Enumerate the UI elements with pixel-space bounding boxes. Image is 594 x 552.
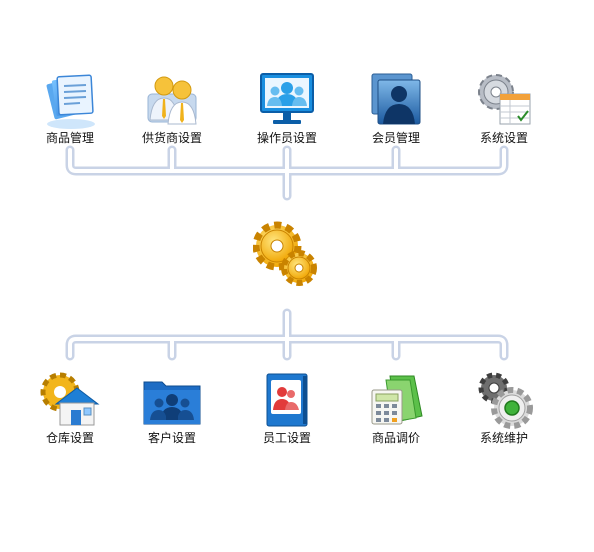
staff-book-icon	[257, 372, 317, 430]
maintenance-gears-icon	[474, 372, 534, 430]
warehouse-house-icon	[40, 372, 100, 430]
supplier-people-icon	[142, 72, 202, 130]
price-calculator-icon	[366, 372, 426, 430]
customer-folder-icon	[142, 372, 202, 430]
menu-item-label: 操作员设置	[256, 131, 317, 145]
menu-item-system-maintenance[interactable]: 系统维护	[456, 372, 552, 446]
operator-monitor-icon	[257, 72, 317, 130]
menu-item-supplier-settings[interactable]: 供货商设置	[124, 72, 220, 146]
product-docs-icon	[40, 72, 100, 130]
menu-item-warehouse-settings[interactable]: 仓库设置	[22, 372, 118, 446]
menu-item-label: 商品管理	[45, 131, 94, 145]
gears-icon	[252, 221, 317, 286]
menu-item-system-settings[interactable]: 系统设置	[456, 72, 552, 146]
member-photo-icon	[366, 72, 426, 130]
menu-item-label: 员工设置	[262, 431, 311, 445]
menu-item-member-management[interactable]: 会员管理	[348, 72, 444, 146]
menu-item-label: 会员管理	[371, 131, 420, 145]
system-settings-icon	[474, 72, 534, 130]
menu-item-operator-settings[interactable]: 操作员设置	[239, 72, 335, 146]
menu-item-staff-settings[interactable]: 员工设置	[239, 372, 335, 446]
central-hub[interactable]	[252, 220, 321, 290]
menu-item-label: 客户设置	[147, 431, 196, 445]
menu-item-product-management[interactable]: 商品管理	[22, 72, 118, 146]
menu-item-customer-settings[interactable]: 客户设置	[124, 372, 220, 446]
menu-item-label: 系统维护	[479, 431, 528, 445]
menu-item-label: 商品调价	[371, 431, 420, 445]
menu-item-label: 系统设置	[479, 131, 528, 145]
menu-item-label: 仓库设置	[45, 431, 94, 445]
menu-item-label: 供货商设置	[141, 131, 202, 145]
menu-item-price-adjustment[interactable]: 商品调价	[348, 372, 444, 446]
